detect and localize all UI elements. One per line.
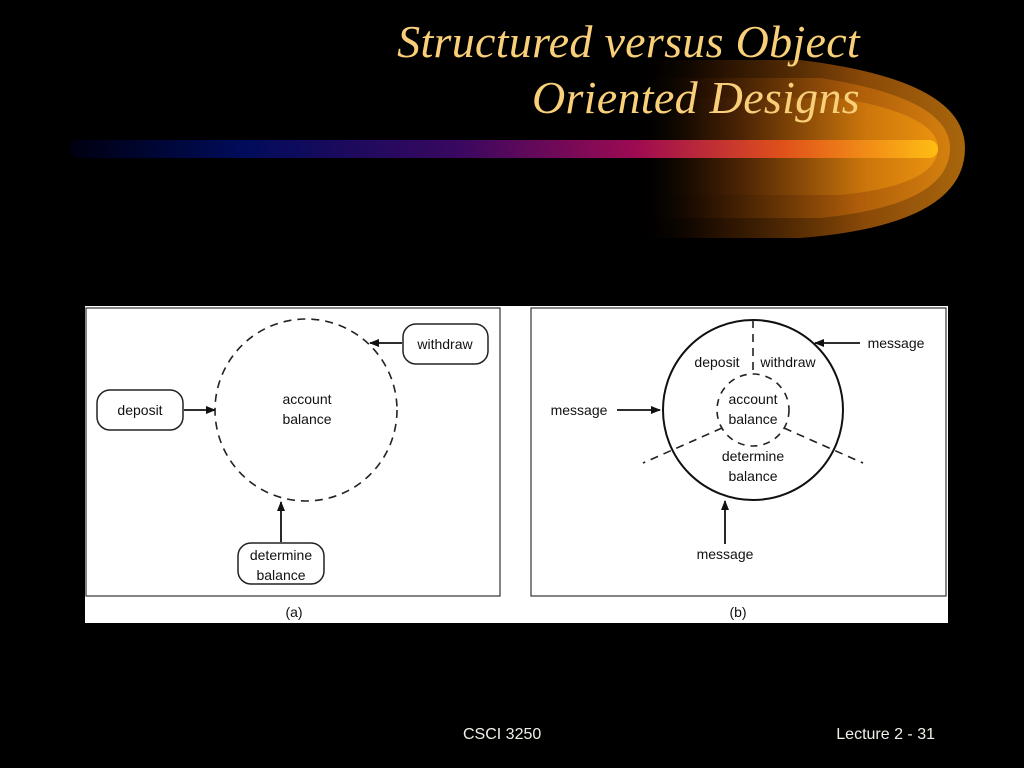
b-determine-line1: determine xyxy=(722,448,784,464)
inner-account-balance-circle xyxy=(716,373,790,447)
b-withdraw-label: withdraw xyxy=(759,354,816,370)
a-deposit-label: deposit xyxy=(117,402,162,418)
diagram-b-object-oriented: deposit withdraw account balance determi… xyxy=(530,307,947,620)
title-line-2: Oriented Designs xyxy=(531,72,860,123)
design-comparison-figure: account balance deposit withdraw determi… xyxy=(85,306,948,623)
b-message-bottom: message xyxy=(697,546,754,562)
b-message-left: message xyxy=(551,402,608,418)
a-center-line1: account xyxy=(282,391,331,407)
b-determine-line2: balance xyxy=(728,468,777,484)
diagram-a-structured: account balance deposit withdraw determi… xyxy=(85,307,501,620)
title-line-1: Structured versus Object xyxy=(397,16,860,67)
deposit-box xyxy=(96,389,184,431)
b-center-line1: account xyxy=(728,391,777,407)
slide-title: Structured versus Object Oriented Design… xyxy=(397,14,860,126)
b-message-right: message xyxy=(868,335,925,351)
caption-a: (a) xyxy=(285,604,302,620)
determine-balance-box xyxy=(237,542,325,585)
footer-course: CSCI 3250 xyxy=(463,726,542,743)
b-deposit-label: deposit xyxy=(694,354,739,370)
footer-page-number: Lecture 2 - 31 xyxy=(836,726,935,743)
title-decoration xyxy=(70,60,965,238)
gradient-bar xyxy=(70,140,938,158)
a-determine-line1: determine xyxy=(250,547,312,563)
a-withdraw-label: withdraw xyxy=(416,336,473,352)
b-center-line2: balance xyxy=(728,411,777,427)
caption-b: (b) xyxy=(729,604,746,620)
a-center-line2: balance xyxy=(282,411,331,427)
a-determine-line2: balance xyxy=(256,567,305,583)
withdraw-box xyxy=(402,323,489,365)
